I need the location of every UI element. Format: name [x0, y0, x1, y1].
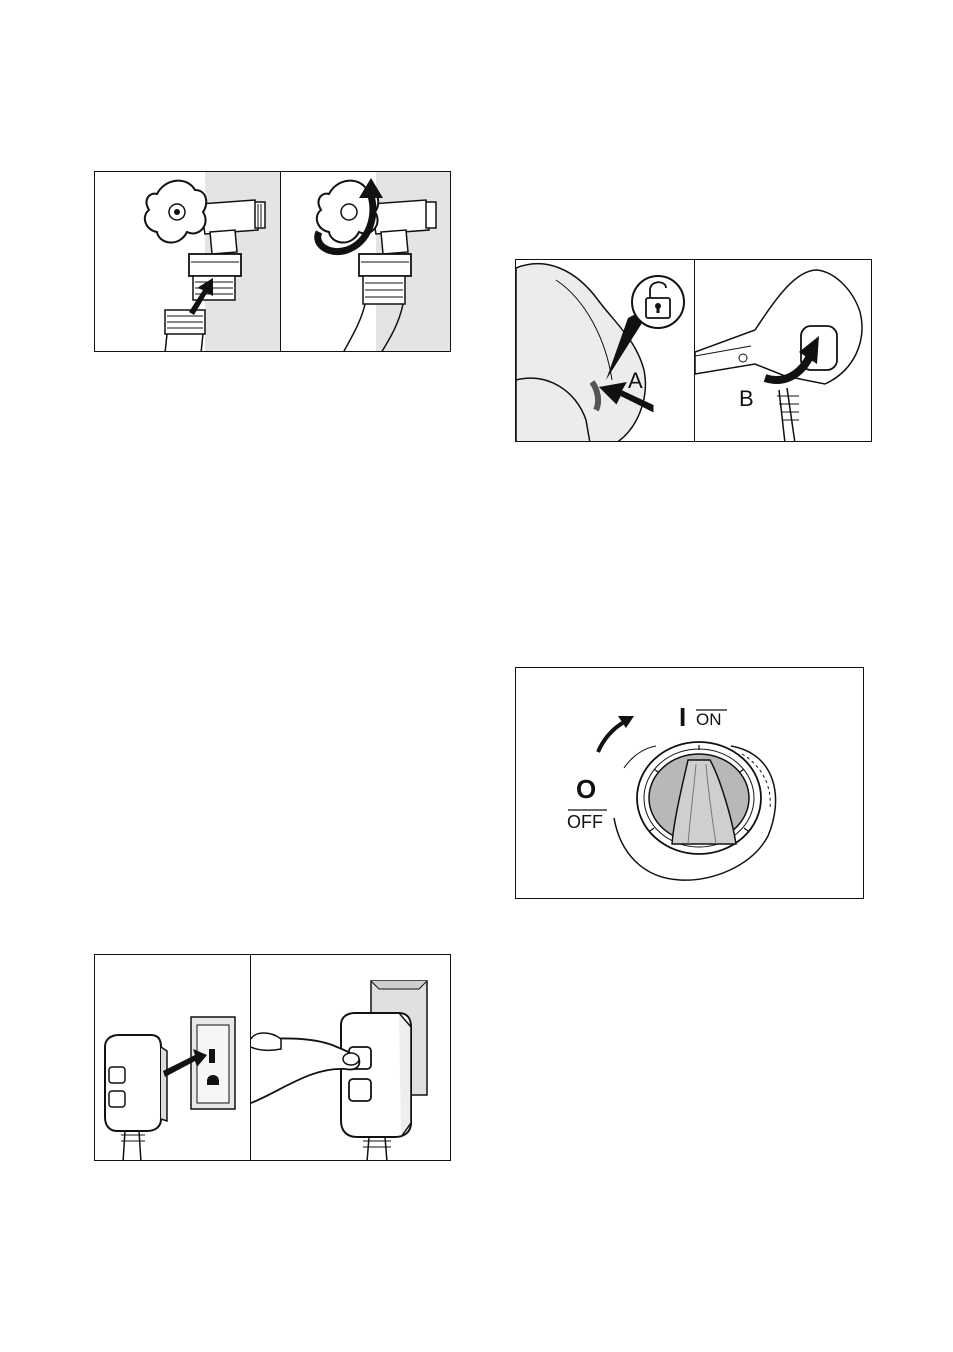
- switch-dial-figure: I ON O OFF: [515, 667, 864, 899]
- connector-rotate-illustration: [695, 260, 872, 441]
- hose-release-figure: A B: [515, 259, 872, 442]
- on-symbol: I: [679, 702, 686, 733]
- callout-b: B: [739, 386, 754, 412]
- power-plug-figure: [94, 954, 451, 1161]
- plug-button-panel: [251, 955, 451, 1160]
- lock-button-panel: A: [516, 260, 694, 441]
- tap-connection-figure: [94, 171, 451, 352]
- plug-insert-panel: [95, 955, 250, 1160]
- lock-button-illustration: [516, 260, 694, 441]
- tap-connect-panel: [95, 172, 280, 351]
- on-label: ON: [696, 710, 722, 730]
- tap-open-panel: [281, 172, 451, 351]
- plug-button-illustration: [251, 955, 451, 1160]
- tap-open-illustration: [281, 172, 451, 351]
- dial-illustration: [516, 668, 864, 899]
- plug-insert-illustration: [95, 955, 250, 1160]
- connector-rotate-panel: B: [695, 260, 872, 441]
- tap-connect-illustration: [95, 172, 280, 351]
- callout-a: A: [628, 368, 643, 394]
- off-label: OFF: [567, 812, 603, 833]
- off-symbol: O: [576, 774, 596, 805]
